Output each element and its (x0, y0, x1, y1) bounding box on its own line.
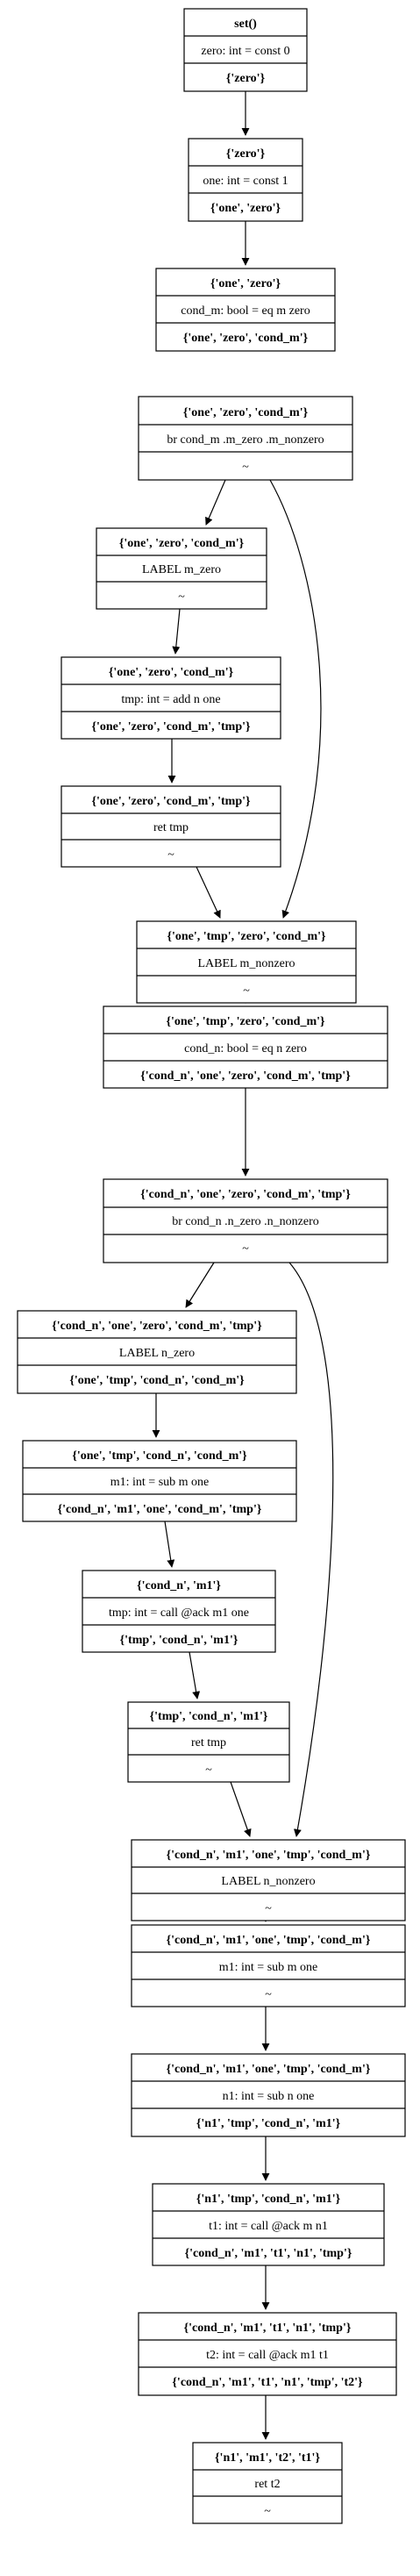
node-n18-row-1: t2: int = call @ack m1 t1 (206, 2349, 329, 2362)
node-n12-row-2: {'tmp', 'cond_n', 'm1'} (120, 1634, 238, 1647)
node-n3-row-1: br cond_m .m_zero .m_nonzero (167, 433, 324, 447)
node-n6-row-1: ret tmp (153, 821, 189, 834)
node-n10: {'cond_n', 'one', 'zero', 'cond_m', 'tmp… (17, 1310, 297, 1394)
node-n19-row-2: ~ (264, 2505, 271, 2518)
node-n15-row-0: {'cond_n', 'm1', 'one', 'tmp', 'cond_m'} (167, 1934, 371, 1947)
node-n16-row-1: n1: int = sub n one (223, 2090, 315, 2103)
node-n2-row-0: {'one', 'zero'} (210, 277, 281, 290)
node-n12: {'cond_n', 'm1'} tmp: int = call @ack m1… (82, 1570, 276, 1653)
edge-n13-n14 (230, 1781, 252, 1837)
node-n14-row-2: ~ (265, 1902, 272, 1915)
node-n17-row-0: {'n1', 'tmp', 'cond_n', 'm1'} (196, 2193, 341, 2206)
node-n11-row-0: {'one', 'tmp', 'cond_n', 'cond_m'} (72, 1449, 247, 1463)
node-n15-row-2: ~ (265, 1988, 272, 2001)
node-n3: {'one', 'zero', 'cond_m'} br cond_m .m_z… (138, 396, 353, 481)
node-n11: {'one', 'tmp', 'cond_n', 'cond_m'} m1: i… (22, 1440, 297, 1522)
node-n2-row-2: {'one', 'zero', 'cond_m'} (183, 332, 309, 345)
node-n13-row-0: {'tmp', 'cond_n', 'm1'} (150, 1710, 268, 1723)
node-n2: {'one', 'zero'} cond_m: bool = eq m zero… (155, 268, 336, 352)
node-n18-row-0: {'cond_n', 'm1', 't1', 'n1', 'tmp'} (184, 2322, 352, 2335)
edge-n12-n13 (189, 1651, 201, 1699)
node-n17: {'n1', 'tmp', 'cond_n', 'm1'} t1: int = … (152, 2183, 385, 2266)
node-n8-row-2: {'cond_n', 'one', 'zero', 'cond_m', 'tmp… (140, 1070, 351, 1083)
node-n10-row-1: LABEL n_zero (119, 1347, 195, 1360)
node-n14: {'cond_n', 'm1', 'one', 'tmp', 'cond_m'}… (131, 1839, 406, 1921)
node-n9-row-2: ~ (242, 1242, 249, 1256)
node-n7-row-0: {'one', 'tmp', 'zero', 'cond_m'} (167, 930, 326, 943)
node-n16-row-2: {'n1', 'tmp', 'cond_n', 'm1'} (196, 2117, 341, 2130)
node-n10-row-0: {'cond_n', 'one', 'zero', 'cond_m', 'tmp… (52, 1320, 262, 1333)
node-n5-row-0: {'one', 'zero', 'cond_m'} (109, 666, 234, 679)
node-n15-row-1: m1: int = sub m one (219, 1961, 318, 1974)
node-n4-row-2: ~ (178, 590, 185, 604)
node-n14-row-0: {'cond_n', 'm1', 'one', 'tmp', 'cond_m'} (167, 1849, 371, 1862)
node-n1-row-0: {'zero'} (226, 147, 266, 161)
node-n1-row-2: {'one', 'zero'} (210, 202, 281, 215)
node-n0-row-0: set() (234, 18, 257, 31)
node-n3-row-2: ~ (242, 461, 249, 474)
node-n1-row-1: one: int = const 1 (203, 175, 288, 188)
nodes: set() zero: int = const 0 {'zero'} {'zer… (17, 8, 406, 2524)
node-n7: {'one', 'tmp', 'zero', 'cond_m'} LABEL m… (136, 920, 357, 1004)
node-n7-row-2: ~ (243, 984, 250, 998)
node-n6-row-0: {'one', 'zero', 'cond_m', 'tmp'} (91, 795, 251, 808)
node-n0: set() zero: int = const 0 {'zero'} (183, 8, 308, 92)
node-n9: {'cond_n', 'one', 'zero', 'cond_m', 'tmp… (103, 1178, 388, 1263)
edge-n3-n7 (269, 479, 322, 919)
node-n17-row-2: {'cond_n', 'm1', 't1', 'n1', 'tmp'} (185, 2247, 352, 2260)
node-n16-row-0: {'cond_n', 'm1', 'one', 'tmp', 'cond_m'} (167, 2063, 371, 2076)
edge-n6-n7 (196, 866, 221, 919)
edge-n11-n12 (164, 1521, 175, 1568)
node-n19-row-1: ret t2 (254, 2478, 280, 2491)
edge-n4-n5 (172, 608, 181, 655)
node-n5-row-2: {'one', 'zero', 'cond_m', 'tmp'} (91, 720, 251, 733)
node-n19: {'n1', 'm1', 't2', 't1'} ret t2 ~ (192, 2442, 343, 2524)
node-n10-row-2: {'one', 'tmp', 'cond_n', 'cond_m'} (69, 1374, 245, 1387)
node-n8-row-1: cond_n: bool = eq n zero (184, 1042, 307, 1055)
node-n14-row-1: LABEL n_nonzero (221, 1875, 315, 1888)
node-n13-row-2: ~ (205, 1764, 212, 1777)
node-n19-row-0: {'n1', 'm1', 't2', 't1'} (215, 2451, 320, 2465)
node-n2-row-1: cond_m: bool = eq m zero (181, 304, 310, 318)
node-n7-row-1: LABEL m_nonzero (197, 957, 295, 970)
node-n5: {'one', 'zero', 'cond_m'} tmp: int = add… (61, 656, 281, 740)
node-n12-row-0: {'cond_n', 'm1'} (137, 1579, 221, 1592)
node-n13-row-1: ret tmp (191, 1736, 226, 1750)
edge-n9-n14 (288, 1262, 334, 1837)
node-n9-row-0: {'cond_n', 'one', 'zero', 'cond_m', 'tmp… (140, 1188, 351, 1201)
node-n11-row-1: m1: int = sub m one (110, 1476, 210, 1489)
node-n17-row-1: t1: int = call @ack m n1 (209, 2220, 328, 2233)
node-n1: {'zero'} one: int = const 1 {'one', 'zer… (188, 138, 303, 222)
node-n11-row-2: {'cond_n', 'm1', 'one', 'cond_m', 'tmp'} (58, 1503, 262, 1516)
edges (152, 91, 334, 2440)
node-n18-row-2: {'cond_n', 'm1', 't1', 'n1', 'tmp', 't2'… (172, 2376, 363, 2389)
node-n18: {'cond_n', 'm1', 't1', 'n1', 'tmp'} t2: … (138, 2312, 397, 2396)
node-n15: {'cond_n', 'm1', 'one', 'tmp', 'cond_m'}… (131, 1924, 406, 2007)
edge-n3-n4 (205, 479, 226, 526)
node-n6-row-2: ~ (167, 848, 174, 862)
node-n8: {'one', 'tmp', 'zero', 'cond_m'} cond_n:… (103, 1005, 388, 1089)
node-n9-row-1: br cond_n .n_zero .n_nonzero (172, 1215, 319, 1228)
node-n4-row-0: {'one', 'zero', 'cond_m'} (119, 537, 245, 550)
node-n4-row-1: LABEL m_zero (142, 563, 221, 576)
node-n5-row-1: tmp: int = add n one (121, 693, 220, 706)
node-n3-row-0: {'one', 'zero', 'cond_m'} (183, 406, 309, 419)
edge-n9-n10 (185, 1262, 215, 1308)
node-n8-row-0: {'one', 'tmp', 'zero', 'cond_m'} (166, 1015, 325, 1028)
node-n16: {'cond_n', 'm1', 'one', 'tmp', 'cond_m'}… (131, 2053, 406, 2137)
node-n4: {'one', 'zero', 'cond_m'} LABEL m_zero ~ (96, 527, 267, 610)
node-n6: {'one', 'zero', 'cond_m', 'tmp'} ret tmp… (61, 785, 281, 868)
node-n13: {'tmp', 'cond_n', 'm1'} ret tmp ~ (127, 1701, 290, 1783)
node-n12-row-1: tmp: int = call @ack m1 one (109, 1606, 249, 1620)
node-n0-row-1: zero: int = const 0 (201, 45, 289, 58)
node-n0-row-2: {'zero'} (226, 72, 266, 85)
